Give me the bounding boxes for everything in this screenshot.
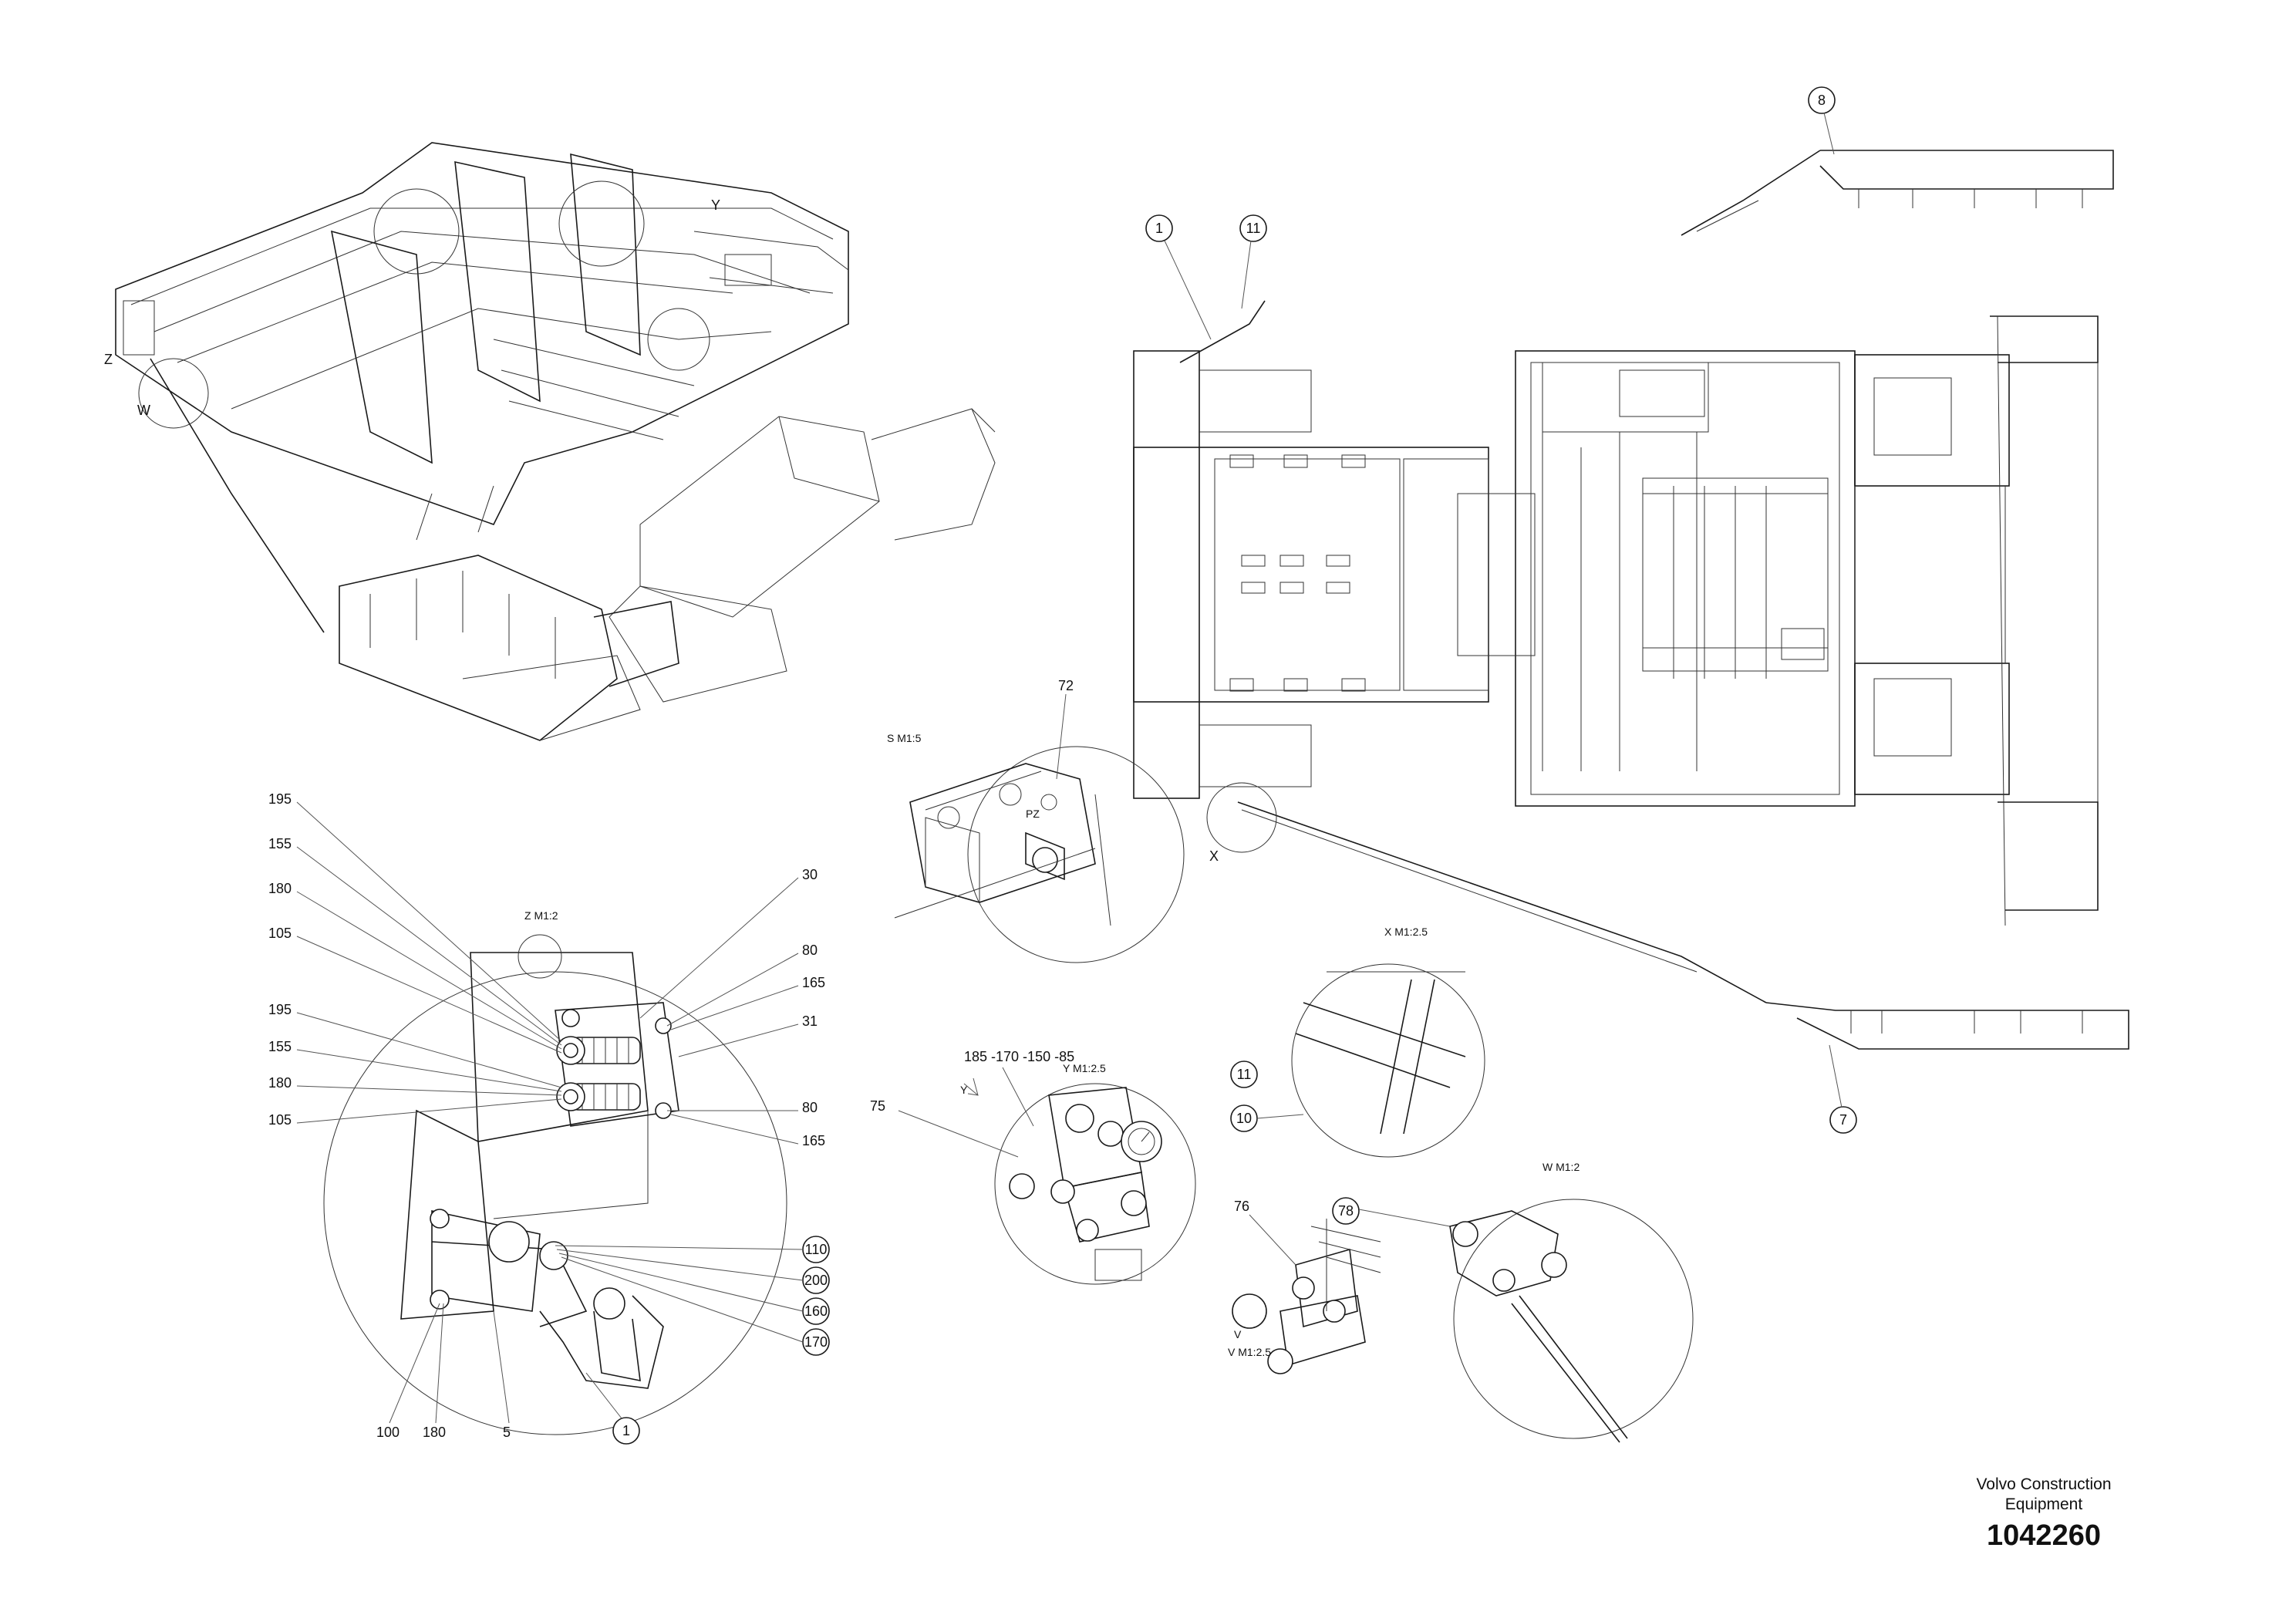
detail-v-label: V M1:2.5 (1228, 1346, 1271, 1358)
sequence-label: 185 -170 -150 -85 (964, 1049, 1074, 1064)
svg-text:200: 200 (804, 1273, 828, 1288)
detail-z-label: Z M1:2 (524, 909, 558, 922)
balloon-7-plan: 7 (1829, 1044, 1857, 1134)
label-180-c: 180 (423, 1425, 446, 1440)
balloon-11-plan: 11 (1239, 214, 1267, 309)
svg-text:110: 110 (805, 1242, 828, 1257)
label-155-b: 155 (268, 1039, 292, 1054)
label-5: 5 (503, 1425, 511, 1440)
balloon-8-plan: 8 (1808, 86, 1836, 155)
label-72: 72 (1058, 678, 1074, 693)
label-165-a: 165 (802, 975, 825, 990)
label-195-b: 195 (268, 1002, 292, 1017)
label-105-a: 105 (268, 926, 292, 941)
label-165-b: 165 (802, 1133, 825, 1148)
svg-text:8: 8 (1818, 93, 1826, 108)
document-number: 1042260 (1987, 1519, 2101, 1552)
label-30: 30 (802, 867, 818, 882)
coupling-upper (556, 1036, 641, 1065)
balloon-1-plan: 1 (1145, 214, 1212, 340)
label-180-a: 180 (268, 881, 292, 896)
balloon-160: 160 (558, 1253, 830, 1325)
label-80-b: 80 (802, 1100, 818, 1115)
label-155-a: 155 (268, 836, 292, 851)
detail-z: Z M1:2 (323, 909, 787, 1435)
detail-x: X M1:2.5 (1291, 926, 1485, 1158)
label-105-b: 105 (268, 1112, 292, 1128)
svg-text:11: 11 (1246, 221, 1261, 236)
svg-text:1: 1 (622, 1423, 630, 1438)
view-marker-v: V (1234, 1328, 1242, 1340)
balloon-10-x: 10 (1230, 1104, 1304, 1132)
label-80-a: 80 (802, 943, 818, 958)
pressure-port-label: PZ (1026, 808, 1040, 820)
svg-text:160: 160 (804, 1303, 828, 1319)
balloon-1-detail: 1 (585, 1372, 640, 1445)
coupling-lower (556, 1082, 641, 1111)
detail-y: Y M1:2.5 185 -170 -150 -85 Y 75 (870, 1049, 1196, 1285)
plan-view: X (1133, 150, 2129, 1050)
label-76: 76 (1234, 1199, 1249, 1214)
detail-w: W M1:2 (1449, 1161, 1694, 1443)
detail-s-label: S M1:5 (887, 732, 922, 744)
label-75: 75 (870, 1098, 885, 1114)
detail-s: S M1:5 PZ 72 (887, 678, 1185, 963)
view-marker-x: X (1209, 848, 1219, 864)
plan-slots (1229, 454, 1366, 692)
detail-v: 76 V V M1:2.5 (1228, 1199, 1381, 1374)
svg-text:170: 170 (804, 1334, 828, 1350)
company-name: Volvo Construction Equipment (1976, 1475, 2112, 1513)
detail-x-label: X M1:2.5 (1384, 926, 1428, 938)
view-marker-y-detail: Y (960, 1084, 968, 1096)
balloon-110: 110 (555, 1236, 830, 1263)
detail-y-label: Y M1:2.5 (1063, 1062, 1106, 1074)
view-marker-w: W (137, 403, 150, 418)
label-180-b: 180 (268, 1075, 292, 1091)
view-marker-z: Z (104, 352, 113, 367)
view-marker-y: Y (711, 197, 720, 213)
svg-text:1: 1 (1155, 221, 1163, 236)
isometric-frame-view: Z W Y (104, 142, 996, 741)
label-31: 31 (802, 1013, 818, 1029)
svg-text:78: 78 (1338, 1203, 1354, 1219)
balloon-11-x: 11 (1230, 1061, 1258, 1088)
svg-text:11: 11 (1237, 1067, 1252, 1082)
detail-w-label: W M1:2 (1542, 1161, 1580, 1173)
label-100: 100 (376, 1425, 400, 1440)
balloon-78: 78 (1332, 1197, 1451, 1227)
svg-text:10: 10 (1236, 1111, 1252, 1126)
balloon-200: 200 (556, 1249, 830, 1294)
detail-z-callouts: 195 155 180 105 195 155 180 105 30 80 16… (268, 791, 825, 1440)
balloon-170: 170 (561, 1256, 830, 1356)
label-195-a: 195 (268, 791, 292, 807)
svg-text:7: 7 (1839, 1112, 1847, 1128)
